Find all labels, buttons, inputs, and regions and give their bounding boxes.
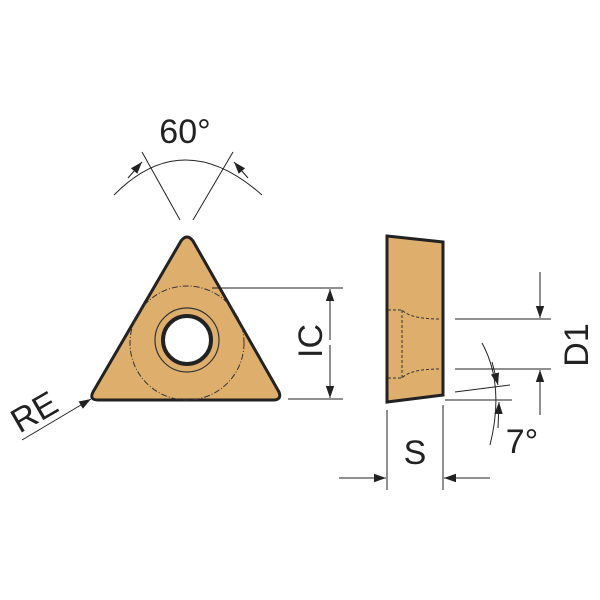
thickness-label: S [404,434,427,472]
countersink-circle [154,307,220,373]
mounting-hole [161,314,213,366]
side-profile [385,234,445,404]
d1-label: D1 [558,323,596,366]
angle-60-label: 60° [159,113,210,151]
clearance-angle-label: 7° [506,423,539,461]
insert-top-view [90,235,282,402]
d1-dimension [455,272,551,415]
insert-side-view [385,234,445,404]
clearance-angle-dimension [445,342,512,446]
ic-dimension [212,287,343,400]
inscribed-circle-dashdot [129,285,245,401]
angle-60-dimension [113,151,263,221]
corner-radius-arrow [21,398,92,441]
thickness-dimension [339,405,490,490]
ic-label: IC [292,324,330,358]
corner-radius-label: RE [5,384,65,441]
